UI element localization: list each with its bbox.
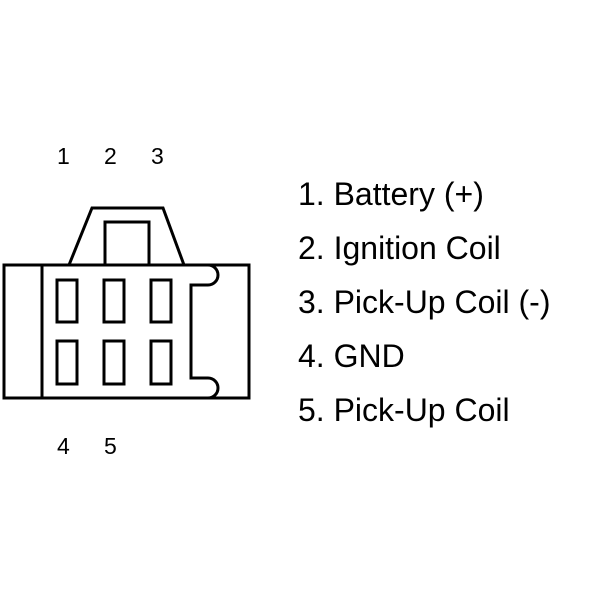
legend-item-4: 4. GND: [298, 338, 405, 374]
pin-legend: 1. Battery (+) 2. Ignition Coil 3. Pick-…: [298, 172, 550, 442]
pin-cavity-4: [55, 339, 79, 386]
connector-latch: [67, 206, 186, 266]
pin-label-2: 2: [104, 143, 117, 169]
pin-cavity-5: [102, 339, 126, 386]
pin-cavity-1: [55, 278, 79, 324]
latch-window: [103, 220, 151, 267]
pin-label-4: 4: [57, 433, 70, 459]
pin-label-5: 5: [104, 433, 117, 459]
legend-item-5: 5. Pick-Up Coil: [298, 392, 510, 428]
pin-label-3: 3: [151, 143, 164, 169]
pin-cavity-6: [149, 339, 173, 386]
legend-item-3: 3. Pick-Up Coil (-): [298, 284, 551, 320]
pin-label-1: 1: [57, 143, 70, 169]
legend-item-2: 2. Ignition Coil: [298, 230, 501, 266]
legend-item-1: 1. Battery (+): [298, 176, 484, 212]
connector-housing: [2, 263, 251, 400]
housing-key-notch: [189, 263, 220, 400]
pin-cavity-3: [149, 278, 173, 324]
pin-cavity-2: [102, 278, 126, 324]
